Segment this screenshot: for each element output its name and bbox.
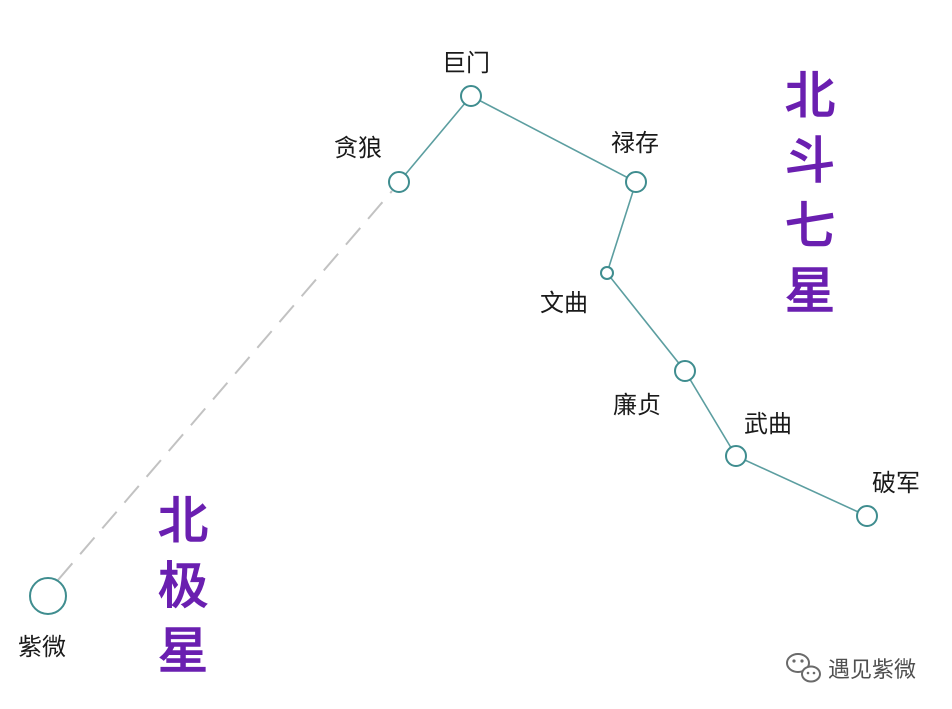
star-lucun [625,171,647,193]
star-tanlang [388,171,410,193]
star-label-ziwei: 紫微 [18,633,66,661]
star-label-lucun: 禄存 [611,129,659,157]
star-label-lianzhen: 廉贞 [613,391,661,419]
title-beiji-char: 星 [158,621,208,680]
star-jumen [460,85,482,107]
star-label-wuqu: 武曲 [744,410,792,438]
title-beidou-char: 七 [785,196,835,255]
watermark-text: 遇见紫微 [828,658,916,683]
polaris-link-dashed [57,190,393,581]
title-beiji-char: 极 [158,556,208,615]
wechat-icon [786,653,821,683]
title-beidou: 北 斗 七 星 [785,66,835,320]
watermark: 遇见紫微 [786,653,916,683]
star-lianzhen [674,360,696,382]
star-label-wenqu: 文曲 [540,289,588,317]
star-label-pojun: 破军 [872,469,920,497]
star-wenqu [600,266,614,280]
title-beidou-char: 北 [785,66,835,125]
star-label-tanlang: 贪狼 [334,134,382,162]
star-label-jumen: 巨门 [442,49,490,77]
title-beiji: 北 极 星 [158,491,208,680]
title-beidou-char: 星 [785,261,835,320]
star-ziwei [29,577,67,615]
title-beiji-char: 北 [158,491,208,550]
star-wuqu [725,445,747,467]
star-pojun [856,505,878,527]
title-beidou-char: 斗 [785,131,835,190]
